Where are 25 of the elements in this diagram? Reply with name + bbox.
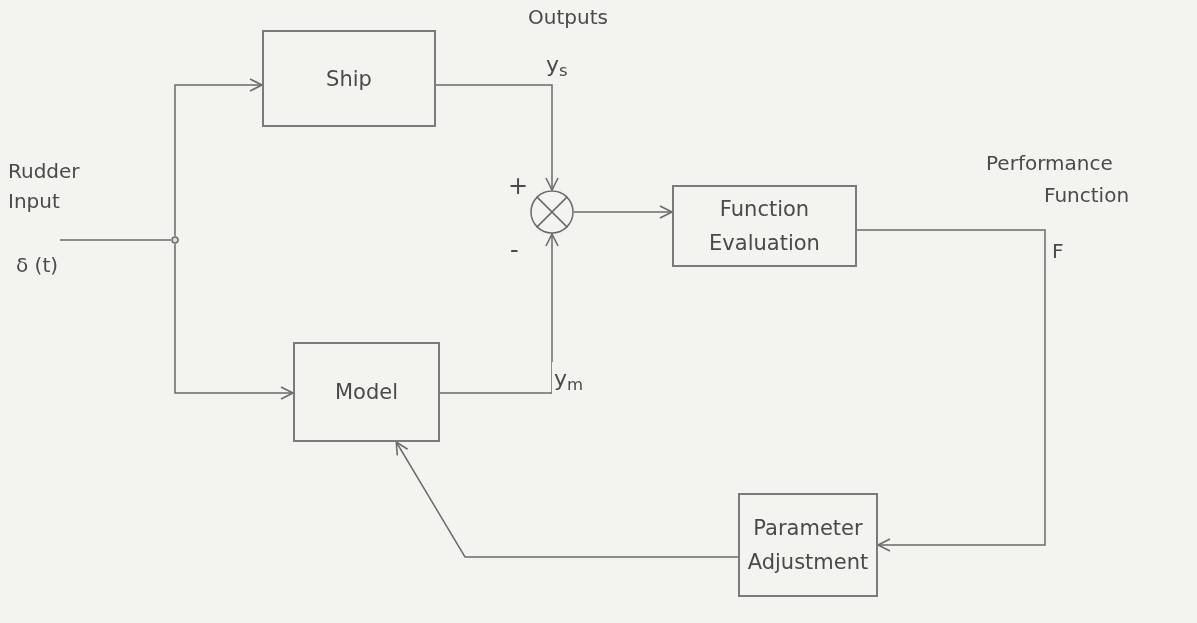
sign-label: - [510, 235, 519, 266]
box-label: Ship [326, 65, 372, 93]
arrow [435, 84, 559, 191]
text-label: Outputs [528, 4, 608, 31]
summing-junction [530, 190, 574, 234]
box-label: Parameter Adjustment [746, 515, 870, 576]
arrow [395, 441, 739, 558]
text-label: F [1052, 238, 1064, 265]
arrow [856, 229, 1046, 552]
text-label: Rudder Input [8, 158, 81, 215]
process-box [262, 30, 436, 127]
arrow [174, 243, 294, 400]
text-label: δ (t) [16, 252, 59, 279]
text-label: Function [1044, 182, 1130, 209]
box-label: Model [334, 379, 399, 406]
junction-dot [171, 236, 179, 244]
arrow [439, 233, 559, 394]
arrow [174, 78, 263, 237]
text-label: Performance [986, 150, 1113, 177]
process-box [738, 493, 878, 597]
process-box [672, 185, 857, 267]
box-label: Function Evaluation [708, 196, 821, 257]
arrow [573, 205, 673, 219]
process-box [293, 342, 440, 442]
sign-label: + [508, 171, 529, 202]
